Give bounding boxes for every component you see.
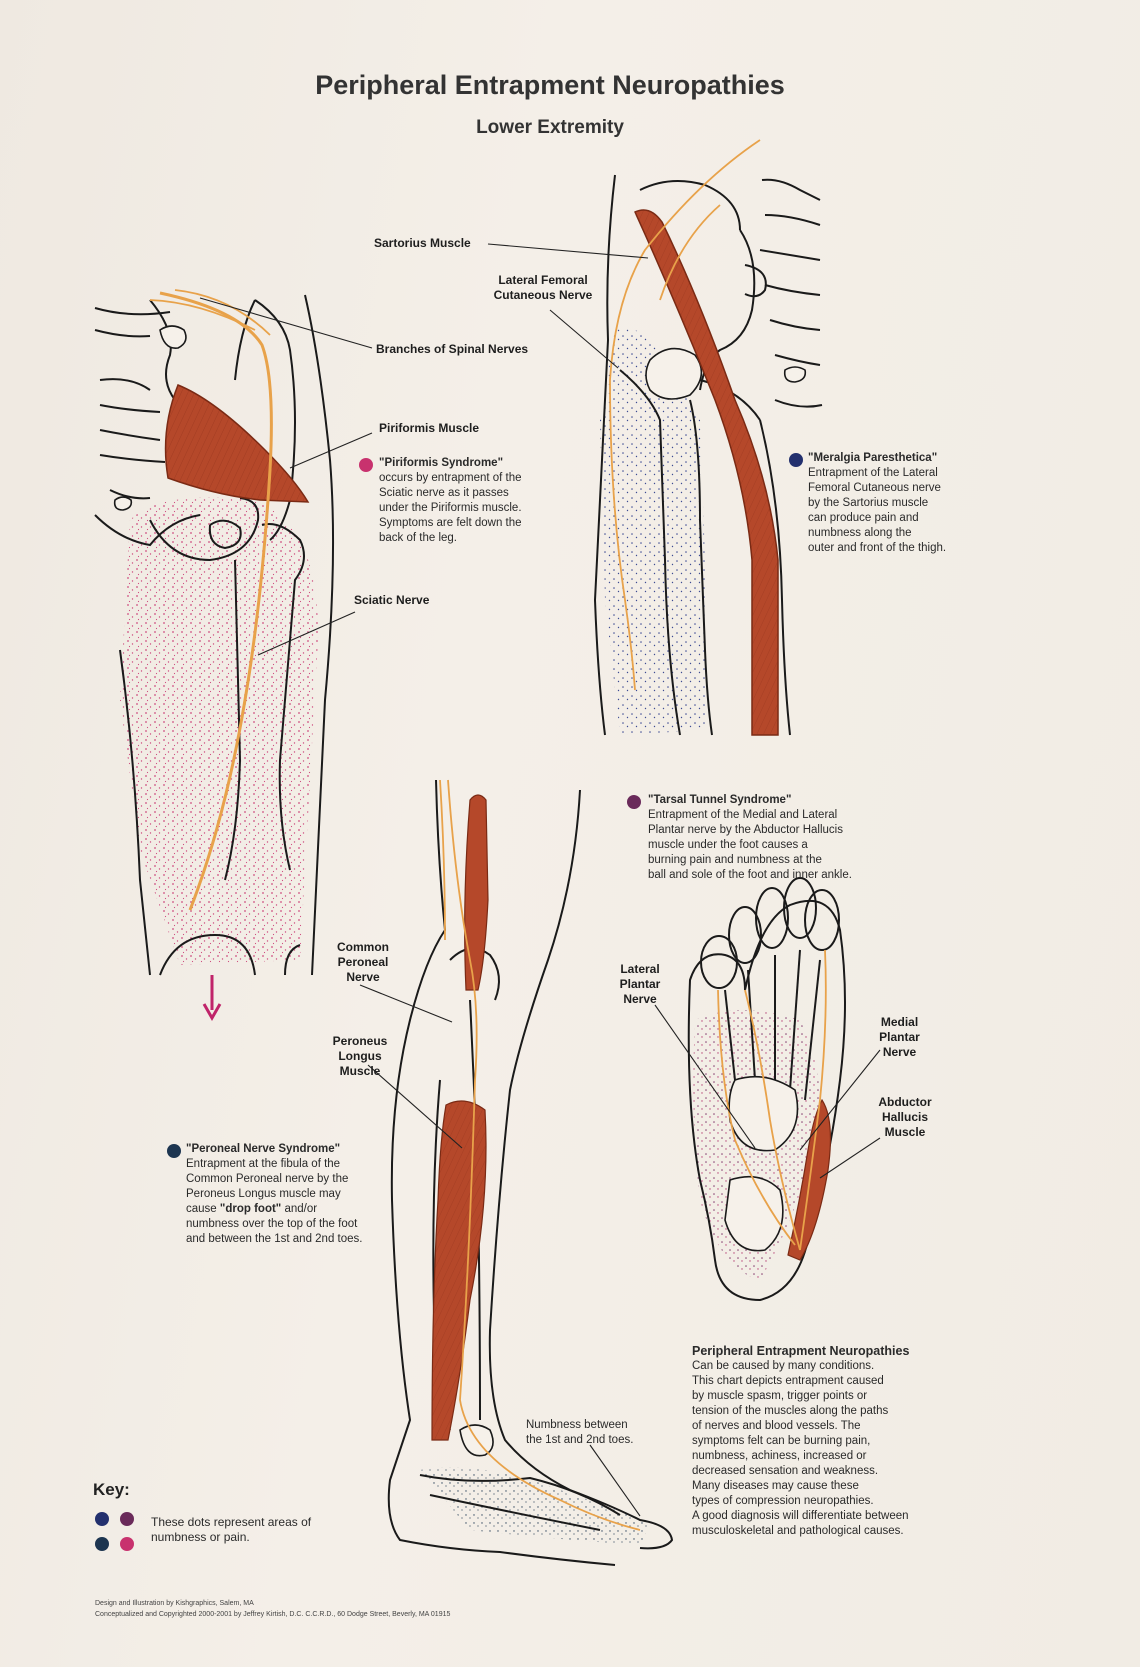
anterior-hip-illustration [593, 139, 823, 736]
navy-dot-icon [167, 1144, 181, 1158]
credits: Design and Illustration by Kishgraphics,… [95, 1600, 451, 1618]
label-lateral-plantar-nerve: Lateral Plantar Nerve [619, 962, 661, 1006]
summary-text: Peripheral Entrapment Neuropathies Can b… [692, 1344, 910, 1537]
peroneal-nerve-syndrome-description: "Peroneal Nerve Syndrome" Entrapment at … [186, 1143, 363, 1245]
piriformis-syndrome-description: "Piriformis Syndrome" occurs by entrapme… [379, 457, 522, 544]
blue-dot-icon [789, 453, 803, 467]
blue-numbness-area [600, 328, 705, 735]
key-description: These dots represent areas of numbness o… [151, 1515, 312, 1544]
label-peroneus-longus-muscle: Peroneus Longus Muscle [332, 1034, 388, 1078]
navy-numbness-area [420, 1467, 650, 1545]
pink-dot-icon [359, 458, 373, 472]
lateral-leg-illustration [387, 779, 674, 1566]
tarsal-tunnel-syndrome-description: "Tarsal Tunnel Syndrome" Entrapment of t… [648, 794, 852, 881]
label-common-peroneal-nerve: Common Peroneal Nerve [337, 940, 389, 984]
plantar-foot-illustration [687, 877, 846, 1302]
meralgia-paresthetica-description: "Meralgia Paresthetica" Entrapment of th… [808, 452, 947, 554]
key-dot-navy-icon [95, 1537, 109, 1551]
label-numbness-between-toes: Numbness between the 1st and 2nd toes. [526, 1419, 634, 1446]
key-dot-pink-icon [120, 1537, 134, 1551]
label-abductor-hallucis-muscle: Abductor Hallucis Muscle [878, 1095, 932, 1139]
purple-dot-icon [627, 795, 641, 809]
label-sartorius-muscle: Sartorius Muscle [374, 236, 471, 250]
key-title: Key: [93, 1480, 130, 1499]
label-branches-of-spinal-nerves: Branches of Spinal Nerves [376, 342, 529, 356]
key-dot-blue-icon [95, 1512, 109, 1526]
label-lateral-femoral-cutaneous-nerve: Lateral Femoral Cutaneous Nerve [493, 273, 593, 302]
label-piriformis-muscle: Piriformis Muscle [379, 421, 480, 435]
label-sciatic-nerve: Sciatic Nerve [354, 593, 430, 607]
pink-numbness-area [120, 497, 319, 965]
posterior-hip-illustration [94, 289, 335, 1022]
key-dot-purple-icon [120, 1512, 134, 1526]
label-medial-plantar-nerve: Medial Plantar Nerve [879, 1015, 920, 1059]
page-title: Peripheral Entrapment Neuropathies [315, 70, 785, 100]
upper-calf-muscle-shape [464, 794, 489, 991]
page-subtitle: Lower Extremity [476, 117, 624, 138]
